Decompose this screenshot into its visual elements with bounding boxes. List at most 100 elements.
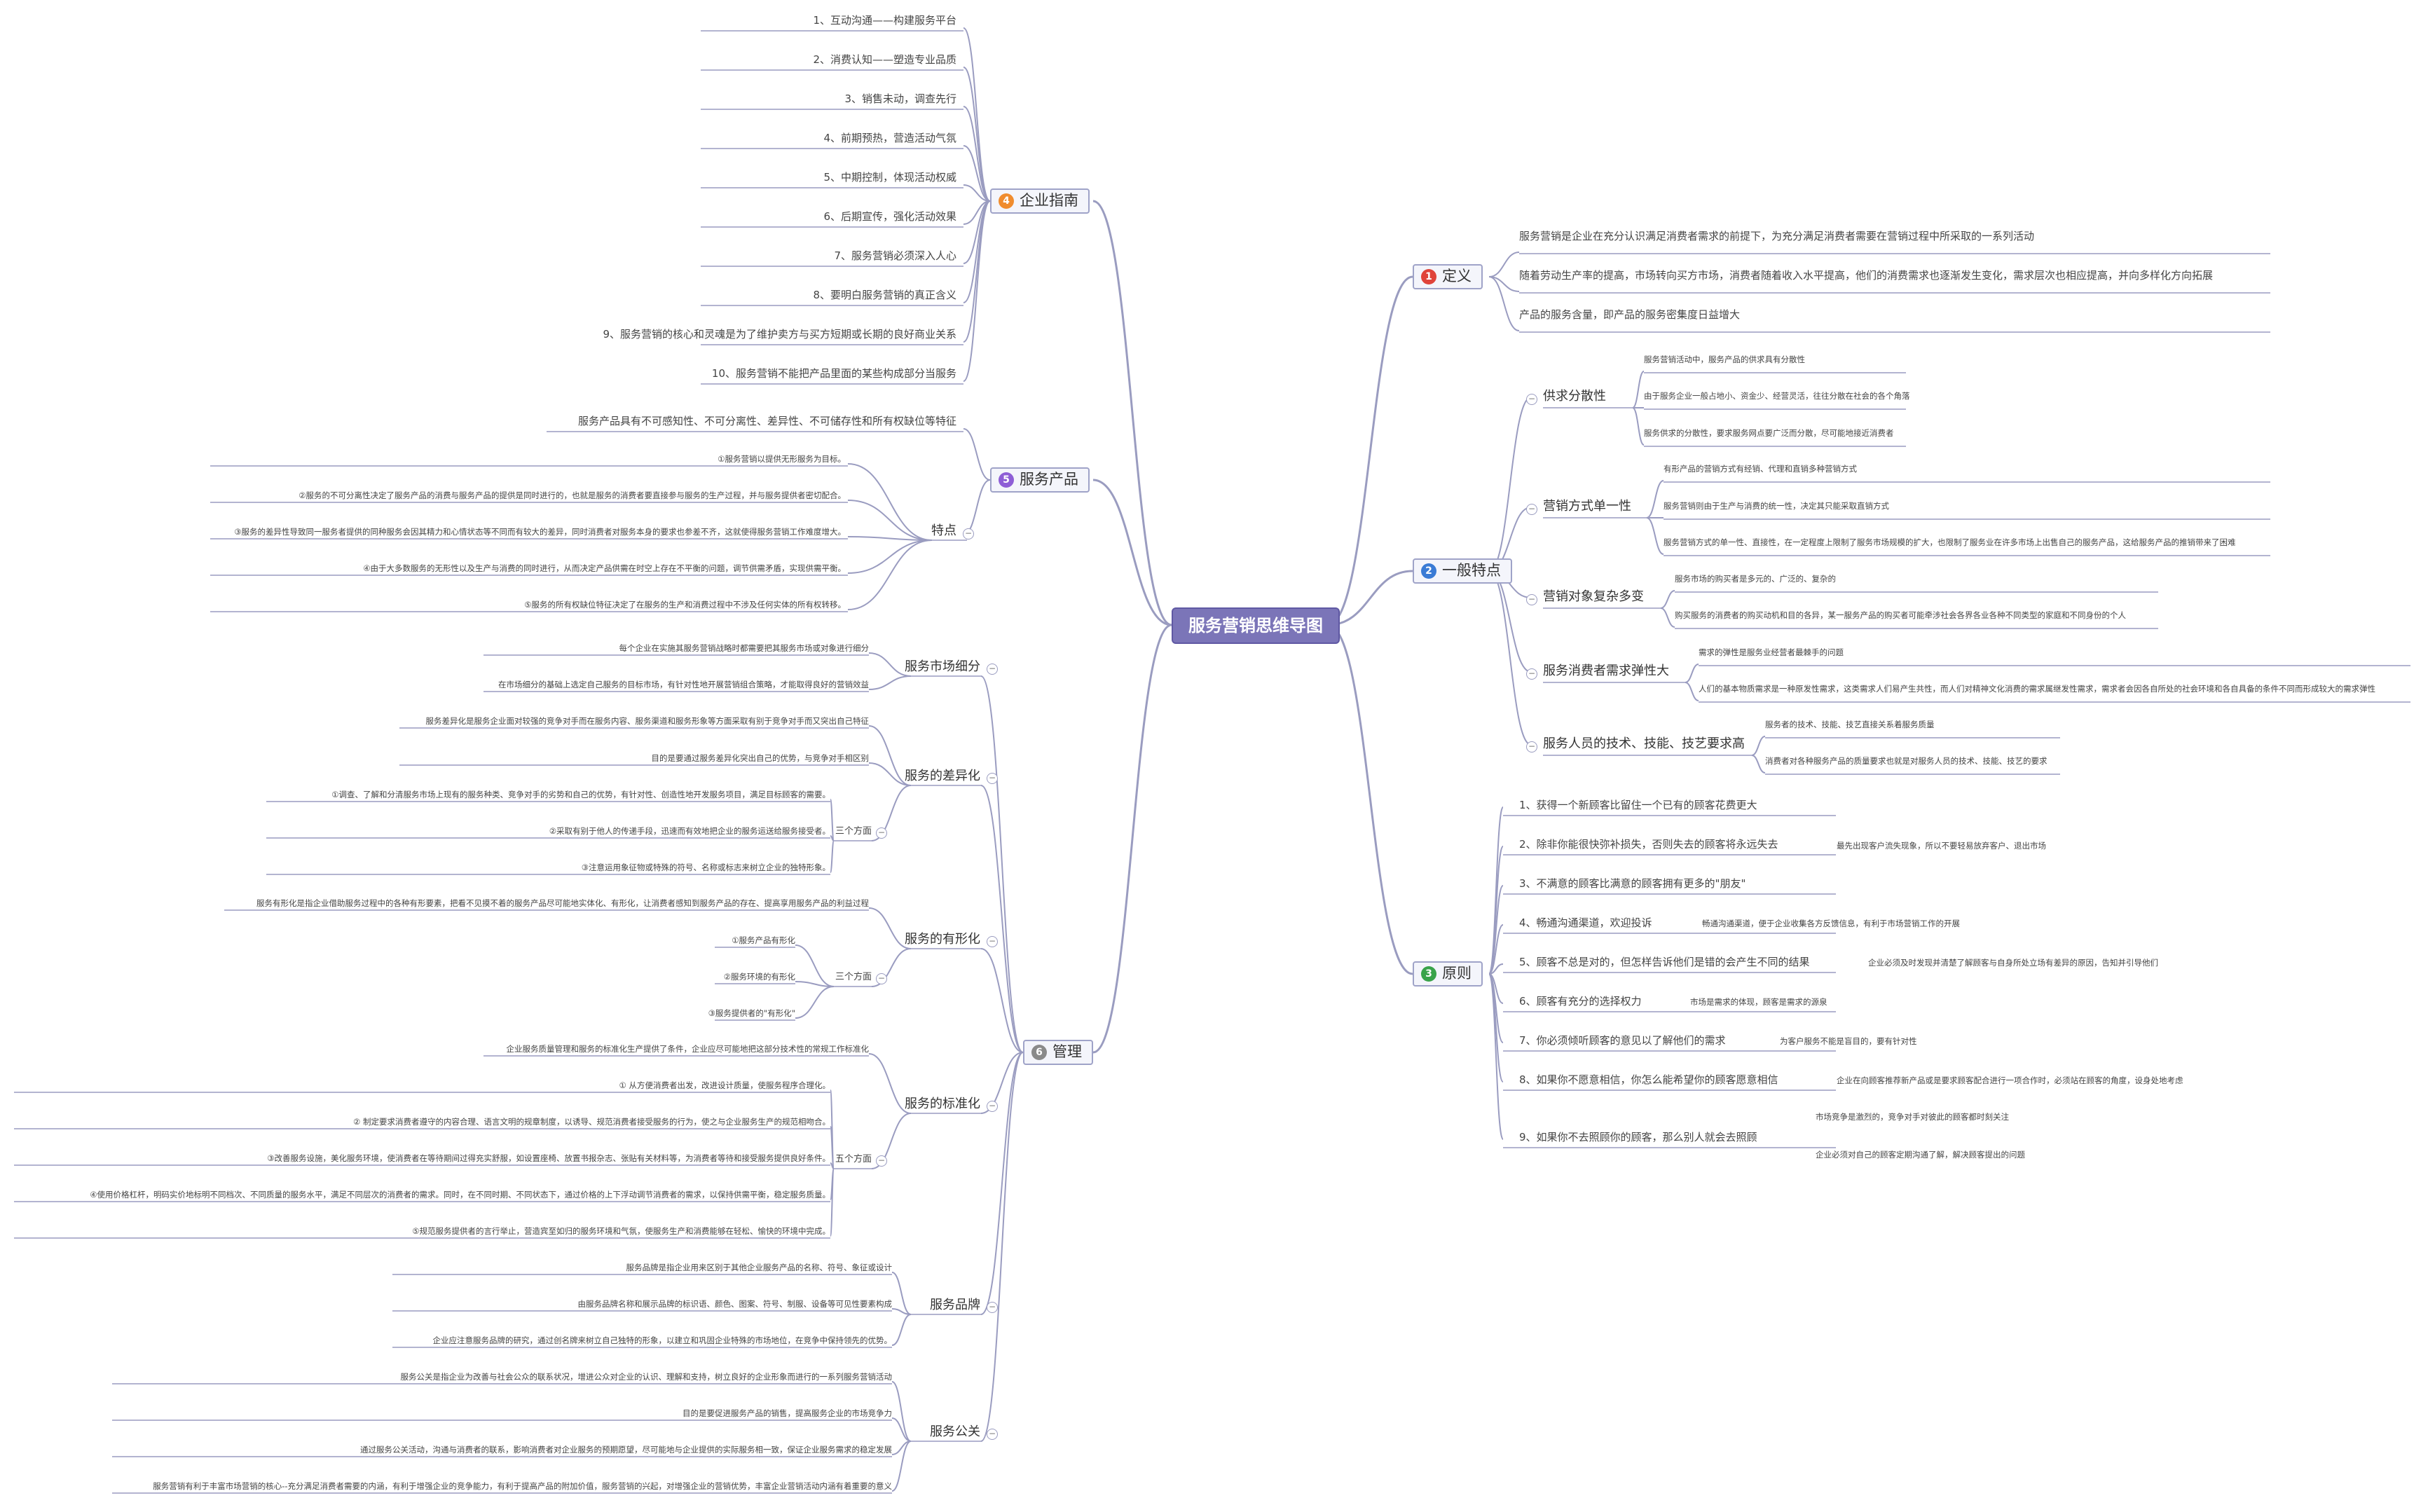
connector bbox=[1488, 973, 1504, 1140]
branch-guide-label: 企业指南 bbox=[1020, 192, 1078, 209]
principle-note: 最先出现客户流失现象，所以不要轻易放弃客户、退出市场 bbox=[1837, 841, 2046, 851]
management-sub-label[interactable]: 服务市场细分 bbox=[905, 659, 980, 674]
feature-sub-label[interactable]: 服务消费者需求弹性大 bbox=[1543, 664, 1669, 678]
number-badge-5: 5 bbox=[999, 472, 1014, 488]
collapse-toggle[interactable]: − bbox=[1526, 394, 1537, 405]
collapse-toggle[interactable]: − bbox=[876, 1155, 887, 1167]
collapse-toggle[interactable]: − bbox=[1526, 594, 1537, 605]
connector bbox=[830, 840, 835, 873]
management-leaf: 目的是要促进服务产品的销售，提高服务企业的市场竞争力 bbox=[683, 1408, 892, 1418]
principle-item[interactable]: 1、获得一个新顾客比留住一个已有的顾客花费更大 bbox=[1519, 799, 1757, 811]
principle-item[interactable]: 4、畅通沟通渠道，欢迎投诉 bbox=[1519, 916, 1652, 929]
management-sub-label[interactable]: 服务的有形化 bbox=[905, 932, 980, 947]
connector bbox=[1092, 200, 1172, 626]
connector bbox=[795, 944, 835, 987]
collapse-toggle[interactable]: − bbox=[987, 1429, 998, 1440]
collapse-toggle[interactable]: − bbox=[987, 1302, 998, 1313]
connector bbox=[830, 1168, 835, 1237]
feature-sub-label[interactable]: 营销方式单一性 bbox=[1543, 499, 1631, 514]
connector bbox=[1488, 963, 1504, 975]
definition-item: 服务营销是企业在充分认识满足消费者需求的前提下，为充分满足消费者需要在营销过程中… bbox=[1519, 230, 2035, 242]
guide-item: 2、消费认知——塑造专业品质 bbox=[813, 53, 956, 66]
connector bbox=[868, 675, 912, 690]
connector bbox=[963, 428, 991, 481]
management-group-label[interactable]: 五个方面 bbox=[835, 1154, 872, 1164]
product-feature: ④由于大多数服务的无形性以及生产与消费的同时进行，从而决定产品供需在时空上存在不… bbox=[363, 563, 846, 573]
management-sub-label[interactable]: 服务品牌 bbox=[930, 1298, 980, 1312]
management-group-label[interactable]: 三个方面 bbox=[835, 826, 872, 837]
root-node[interactable]: 服务营销思维导图 bbox=[1172, 607, 1340, 644]
collapse-toggle[interactable]: − bbox=[987, 664, 998, 675]
feature-leaf: 有形产品的营销方式有经销、代理和直销多种营销方式 bbox=[1664, 464, 1857, 474]
guide-item: 1、互动沟通——构建服务平台 bbox=[813, 14, 956, 27]
principle-item[interactable]: 5、顾客不总是对的，但怎样告诉他们是错的会产生不同的结果 bbox=[1519, 956, 1810, 968]
connector bbox=[1488, 846, 1504, 975]
connector bbox=[963, 200, 991, 343]
connector bbox=[1327, 275, 1413, 626]
product-intro: 服务产品具有不可感知性、不可分离性、差异性、不可储存性和所有权缺位等特征 bbox=[577, 415, 956, 427]
connector bbox=[963, 200, 991, 382]
definition-item: 产品的服务含量，即产品的服务密集度日益增大 bbox=[1519, 308, 1741, 321]
management-leaf: 通过服务公关活动，沟通与消费者的联系，影响消费者对企业服务的预期愿望，尽可能地与… bbox=[360, 1445, 892, 1455]
management-leaf: 企业服务质量管理和服务的标准化生产提供了条件，企业应尽可能地把这部分技术性的常规… bbox=[506, 1044, 870, 1054]
connector bbox=[980, 675, 1024, 1053]
connector bbox=[963, 106, 991, 202]
management-group-label[interactable]: 三个方面 bbox=[835, 972, 872, 982]
collapse-toggle[interactable]: − bbox=[963, 528, 974, 539]
collapse-toggle[interactable]: − bbox=[1526, 668, 1537, 680]
collapse-toggle[interactable]: − bbox=[1526, 741, 1537, 752]
management-group-item: ③改善服务设施，美化服务环境，使消费者在等待期间过得充实舒服，如设置座椅、放置书… bbox=[267, 1153, 830, 1163]
definition-item: 随着劳动生产率的提高，市场转向买方市场，消费者随着收入水平提高，他们的消费需求也… bbox=[1519, 269, 2214, 282]
management-leaf: 服务公关是指企业为改善与社会公众的联系状况，增进公众对企业的认识、理解和支持，树… bbox=[400, 1372, 893, 1382]
principle-note: 企业必须及时发现并清楚了解顾客与自身所处立场有差异的原因，告知并引导他们 bbox=[1868, 958, 2158, 968]
feature-leaf: 服务者的技术、技能、技艺直接关系着服务质量 bbox=[1765, 720, 1935, 729]
principle-item[interactable]: 6、顾客有充分的选择权力 bbox=[1519, 995, 1642, 1008]
principle-item[interactable]: 7、你必须倾听顾客的意见以了解他们的需求 bbox=[1519, 1034, 1726, 1047]
principle-item[interactable]: 2、除非你能很快弥补损失，否则失去的顾客将永远失去 bbox=[1519, 838, 1778, 851]
connector bbox=[963, 184, 991, 202]
connector bbox=[795, 986, 835, 1019]
product-sub-label[interactable]: 特点 bbox=[931, 523, 956, 538]
feature-sub-label[interactable]: 供求分散性 bbox=[1543, 389, 1606, 404]
collapse-toggle[interactable]: − bbox=[1526, 504, 1537, 515]
principle-item[interactable]: 3、不满意的顾客比满意的顾客拥有更多的"朋友" bbox=[1519, 877, 1746, 890]
connector bbox=[847, 536, 933, 541]
feature-sub-label[interactable]: 服务人员的技术、技能、技艺要求高 bbox=[1543, 736, 1745, 751]
feature-leaf: 服务营销方式的单一性、直接性，在一定程度上限制了服务市场规模的扩大，也限制了服务… bbox=[1664, 537, 2236, 547]
feature-leaf: 服务营销活动中，服务产品的供求具有分散性 bbox=[1644, 355, 1805, 364]
connector bbox=[847, 463, 933, 541]
collapse-toggle[interactable]: − bbox=[987, 1101, 998, 1112]
connector bbox=[963, 479, 991, 535]
connector bbox=[1488, 397, 1532, 572]
connector bbox=[963, 67, 991, 202]
guide-item: 7、服务营销必须深入人心 bbox=[834, 249, 956, 262]
connector bbox=[1632, 371, 1645, 408]
management-sub-label[interactable]: 服务的标准化 bbox=[905, 1097, 980, 1111]
feature-leaf: 由于服务企业一般占地小、资金少、经营灵活，往往分散在社会的各个角落 bbox=[1644, 391, 1910, 401]
connector bbox=[1632, 407, 1645, 446]
principle-item[interactable]: 8、如果你不愿意相信，你怎么能希望你的顾客愿意相信 bbox=[1519, 1073, 1778, 1086]
connector bbox=[1685, 682, 1699, 701]
collapse-toggle[interactable]: − bbox=[987, 936, 998, 947]
connector bbox=[1646, 480, 1664, 518]
connector bbox=[868, 1053, 912, 1114]
feature-sub-label[interactable]: 营销对象复杂多变 bbox=[1543, 589, 1644, 604]
connector bbox=[980, 785, 1024, 1053]
connector bbox=[963, 145, 991, 202]
principle-item[interactable]: 9、如果你不去照顾你的顾客，那么别人就会去照顾 bbox=[1519, 1131, 1757, 1143]
management-leaf: 企业应注意服务品牌的研究，通过创名牌来树立自己独特的形象，以建立和巩固企业特殊的… bbox=[432, 1335, 893, 1345]
connector bbox=[1488, 252, 1520, 277]
management-sub-label[interactable]: 服务的差异化 bbox=[905, 769, 980, 783]
branch-features-label: 一般特点 bbox=[1442, 562, 1501, 579]
collapse-toggle[interactable]: − bbox=[987, 773, 998, 784]
management-sub-label[interactable]: 服务公关 bbox=[930, 1424, 980, 1439]
collapse-toggle[interactable]: − bbox=[876, 827, 887, 839]
collapse-toggle[interactable]: − bbox=[876, 973, 887, 984]
